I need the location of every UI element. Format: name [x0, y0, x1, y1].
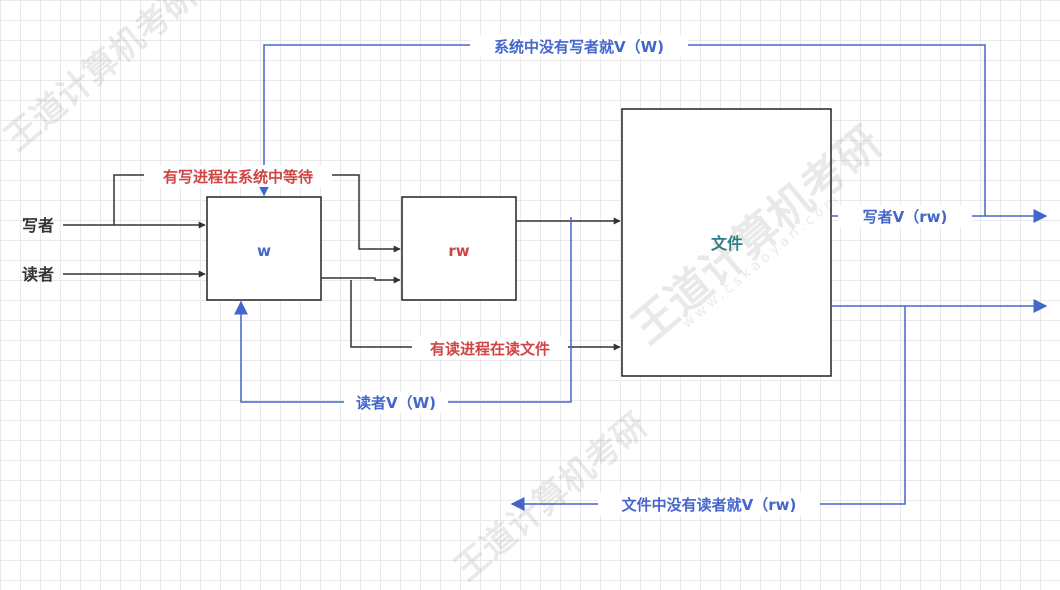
- semaphore-rw-box: [401, 196, 517, 301]
- file-label: 文件: [711, 234, 743, 253]
- label-bg: [412, 337, 568, 359]
- label-bg: [144, 165, 332, 187]
- writer-waiting-label: 有写进程在系统中等待: [163, 168, 313, 186]
- no-writer-v-w-label: 系统中没有写者就V（W): [494, 38, 664, 56]
- reader-v-w-label: 读者V（W): [356, 394, 436, 412]
- label-bg: [470, 35, 688, 57]
- label-bg: [598, 493, 820, 515]
- w-to-rw-arrow: [321, 276, 401, 284]
- diagram-canvas: 写者 读者 w rw 文件 系统中没有写者就V（W) 有写进程在系统中等待 有读…: [22, 35, 1048, 515]
- no-reader-v-rw-label: 文件中没有读者就V（rw): [622, 496, 797, 514]
- writer-waiting-arrow: [113, 174, 401, 253]
- reader-reading-label: 有读进程在读文件: [430, 340, 550, 358]
- semaphore-w-label: w: [257, 242, 271, 260]
- semaphore-w-box: [206, 196, 322, 301]
- file-box: [621, 108, 832, 377]
- reader-label: 读者: [22, 265, 54, 284]
- semaphore-rw-label: rw: [448, 242, 469, 260]
- writer-v-rw-label: 写者V（rw): [863, 208, 948, 226]
- label-bg: [344, 391, 448, 413]
- writer-label: 写者: [22, 216, 54, 235]
- label-bg: [838, 205, 972, 227]
